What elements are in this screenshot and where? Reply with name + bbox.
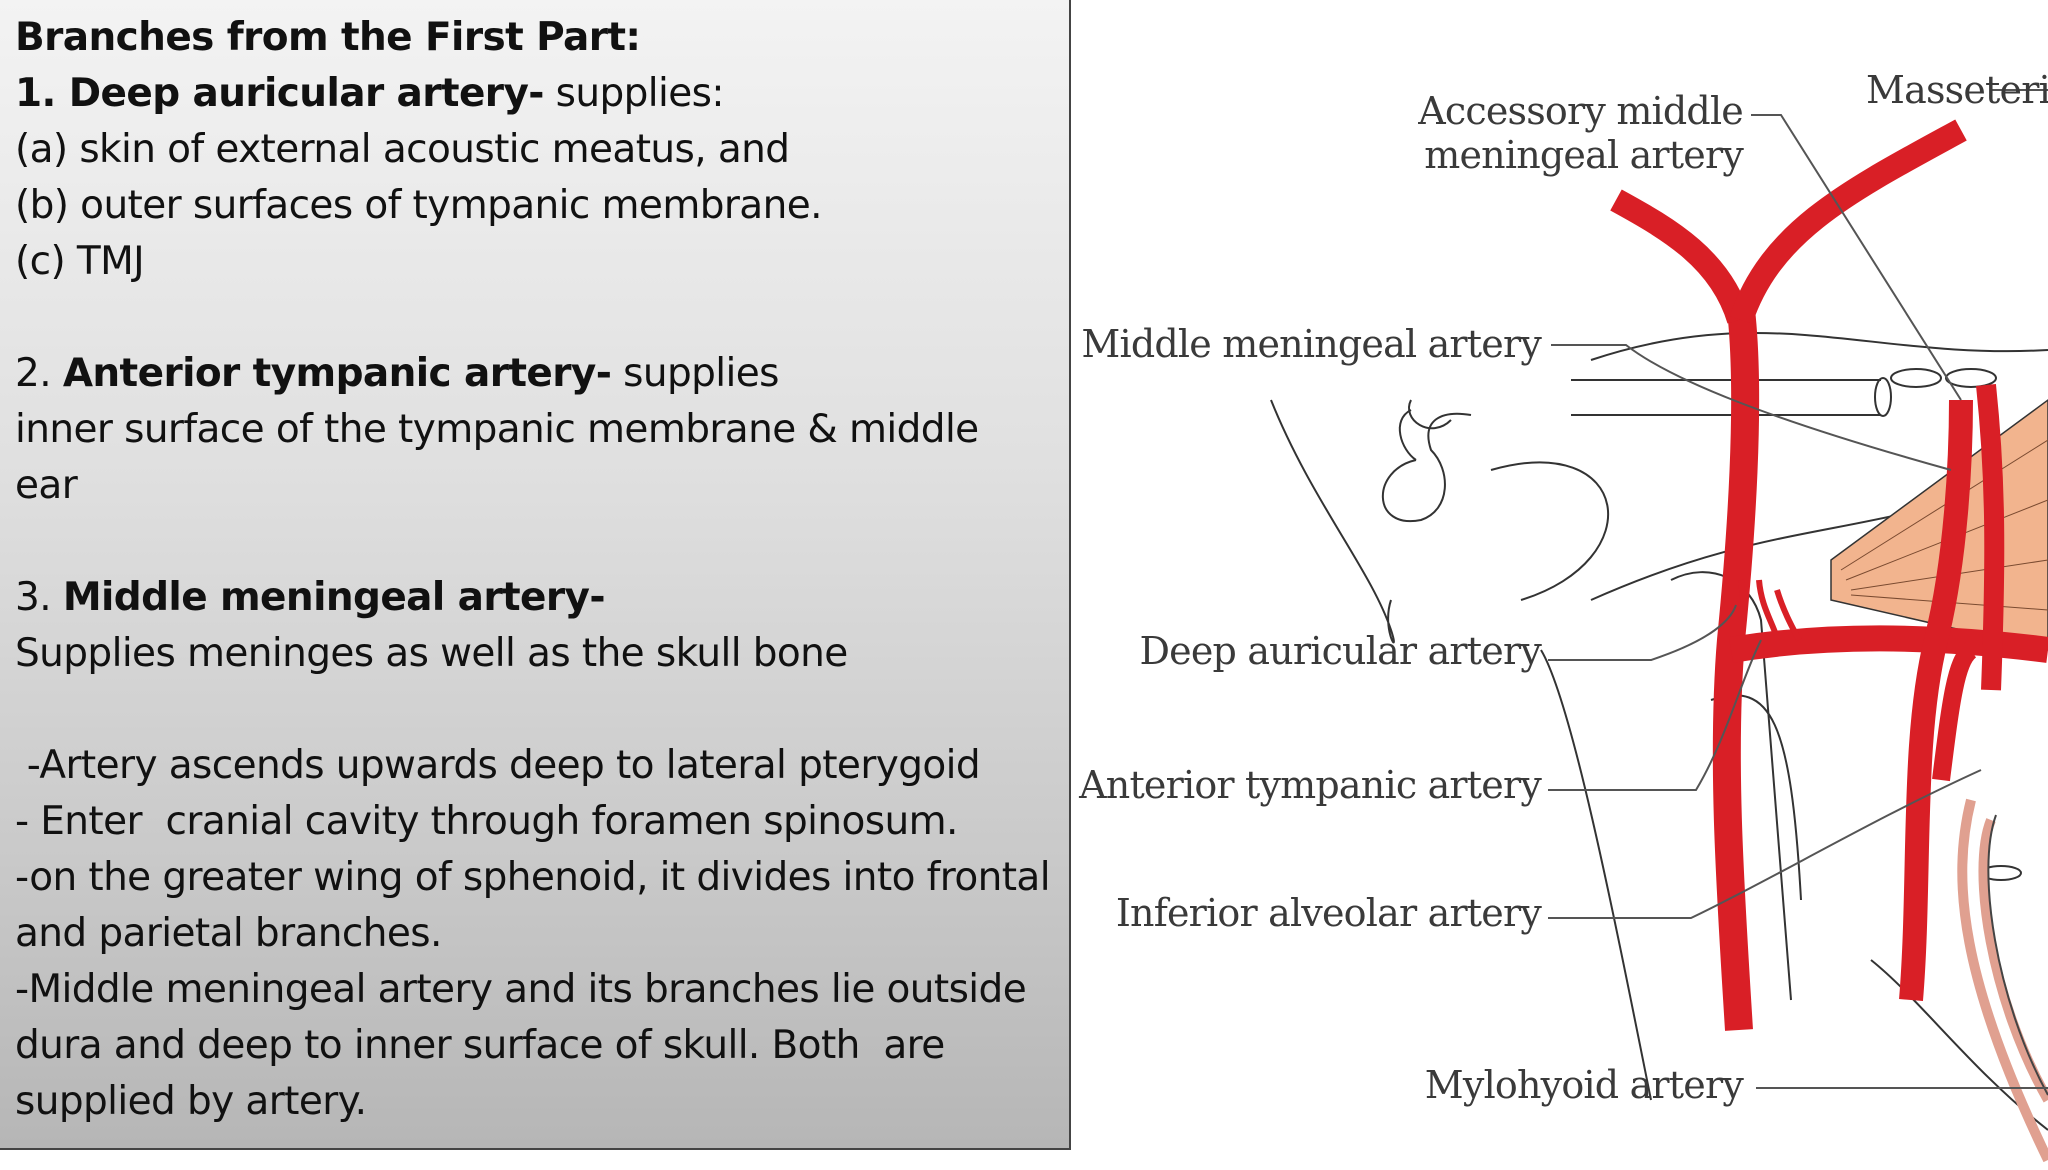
main-trunk [1712, 308, 1760, 1031]
ascending-branch-2 [1976, 383, 2005, 691]
arteries [1610, 119, 2048, 1031]
item-3-bullet: -Middle meningeal artery and its branche… [15, 967, 1027, 1012]
leader-anterior-tympanic [1548, 639, 1762, 791]
item-3-bullet: supplied by artery. [15, 1079, 367, 1124]
label-middle-meningeal-artery: Middle meningeal artery [1081, 322, 1542, 366]
leader-accessory [1751, 114, 1962, 401]
item-3-bullet: dura and deep to inner surface of skull.… [15, 1023, 945, 1068]
item-3-number: 3. [15, 575, 63, 620]
item-2-title: Anterior tympanic artery- [62, 351, 612, 396]
item-2-line-3: ear [15, 463, 78, 508]
item-2-title-line: 2. Anterior tympanic artery- supplies [15, 346, 1055, 402]
label-inferior-alveolar-artery: Inferior alveolar artery [1116, 891, 1543, 935]
item-1-intro: supplies: [543, 71, 725, 116]
leader-lines [1548, 89, 2048, 1089]
maxillary-artery-diagram: Accessory middle meningeal artery Masset… [1071, 0, 2048, 1170]
item-3-bullet: and parietal branches. [15, 911, 442, 956]
label-mylohyoid-artery: Mylohyoid artery [1425, 1063, 1745, 1107]
spacer [15, 682, 1055, 738]
left-fork [1610, 189, 1751, 324]
item-3-title-line: 3. Middle meningeal artery- [15, 570, 1055, 626]
item-3-title: Middle meningeal artery- [62, 575, 606, 620]
item-2-rest: supplies [611, 351, 779, 396]
item-1-title-line: 1. Deep auricular artery- supplies: [15, 66, 1055, 122]
label-deep-auricular-artery: Deep auricular artery [1139, 629, 1542, 673]
text-panel: Branches from the First Part: 1. Deep au… [0, 0, 1071, 1150]
label-masseteric: Masseteric [1866, 68, 2048, 112]
item-3-bullet: -Artery ascends upwards deep to lateral … [15, 743, 981, 788]
item-1-point-b: (b) outer surfaces of tympanic membrane. [15, 183, 823, 228]
section-heading: Branches from the First Part: [15, 15, 641, 60]
item-3-line-2: Supplies meninges as well as the skull b… [15, 631, 848, 676]
pale-vessel-outline [1987, 814, 2048, 1096]
item-2-number: 2. [15, 351, 63, 396]
spacer [15, 290, 1055, 346]
connector [1932, 642, 1977, 782]
spacer [15, 514, 1055, 570]
label-accessory-middle-meningeal-1: Accessory middle [1417, 89, 1743, 133]
item-1-point-a: (a) skin of external acoustic meatus, an… [15, 127, 790, 172]
right-fork [1729, 119, 1967, 324]
leader-deep-auricular [1548, 604, 1737, 661]
item-3-bullet: -on the greater wing of sphenoid, it div… [15, 855, 1051, 900]
item-2-line-2: inner surface of the tympanic membrane &… [15, 407, 979, 452]
diagram-svg: Accessory middle meningeal artery Masset… [1078, 68, 2048, 1163]
leader-middle-meningeal [1551, 344, 1952, 471]
item-3-bullet: - Enter cranial cavity through foramen s… [15, 799, 958, 844]
ascending-branch-1 [1899, 399, 1973, 1001]
pale-vessels [1957, 798, 2048, 1163]
label-accessory-middle-meningeal-2: meningeal artery [1424, 133, 1744, 177]
leader-inferior-alveolar [1548, 769, 1982, 919]
label-anterior-tympanic-artery: Anterior tympanic artery [1078, 763, 1542, 807]
item-1-title: 1. Deep auricular artery- [15, 71, 544, 116]
maxillary-artery [1728, 625, 2048, 663]
item-1-point-c: (c) TMJ [15, 239, 145, 284]
